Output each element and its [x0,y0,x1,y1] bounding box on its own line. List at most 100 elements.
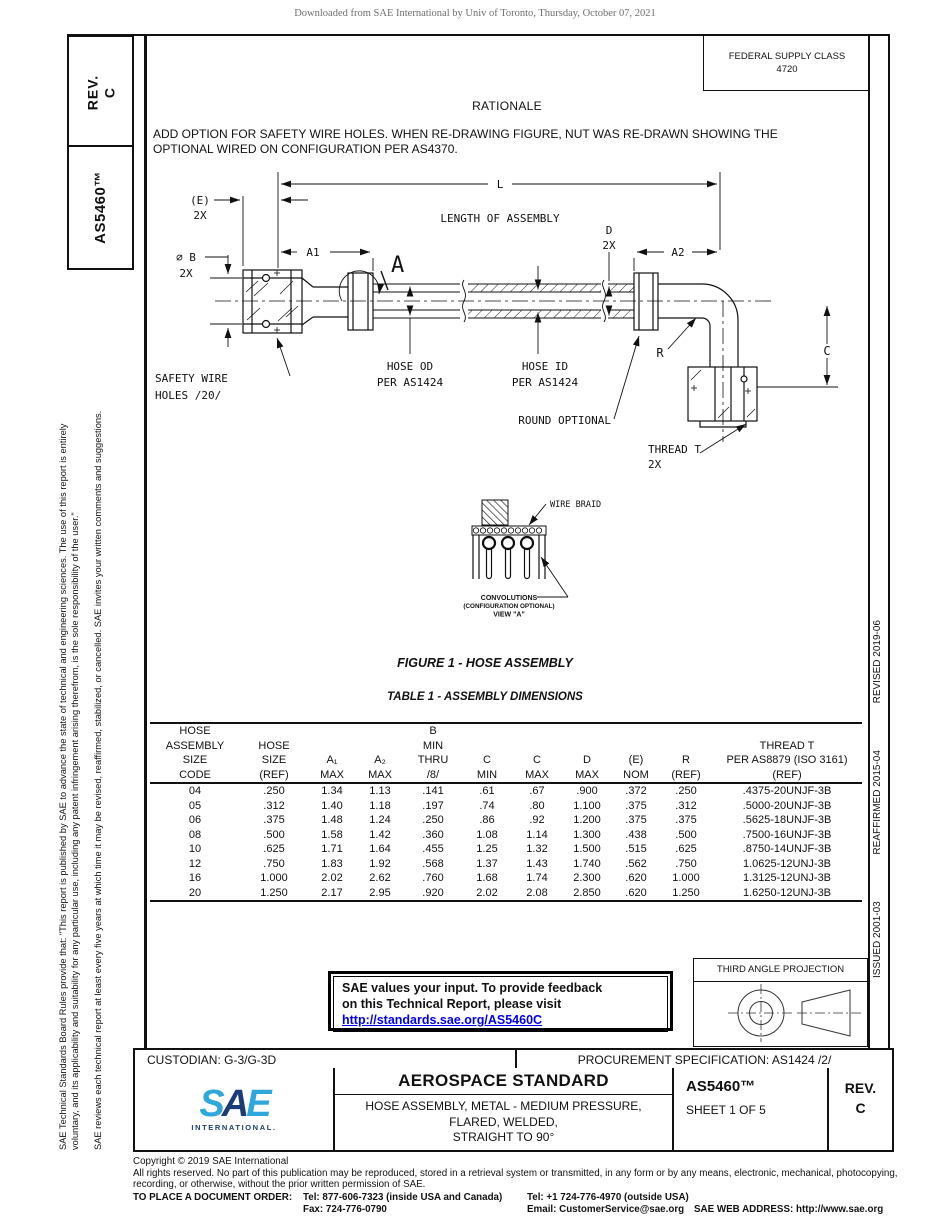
column-header: C MAX [525,754,549,781]
email-address: Email: CustomerService@sae.org [527,1203,685,1215]
feedback-link[interactable]: http://standards.sae.org/AS5460C [342,1013,543,1027]
table-cell: 1.58 [321,828,343,841]
doc-number-cell: AS5460™ SHEET 1 OF 5 [674,1068,829,1150]
column-header: A₂ MAX [368,754,392,781]
table-cell: .80 [529,799,545,812]
rev-box: REV. C [67,35,134,149]
dim-d-2x: 2X [602,239,616,252]
table-cell: 2.17 [321,886,343,899]
rev-value: C [100,86,117,98]
table-cell: .141 [422,785,444,797]
table-cell: 1.71 [321,843,343,855]
right-ferrule [633,272,659,331]
table-cell: .250 [422,814,444,826]
table-cell: 2.02 [476,886,498,899]
doc-number: AS5460™ [686,1078,756,1095]
column-header: A₁ MAX [320,754,344,781]
table-cell: .312 [675,799,697,812]
table-cell: .620 [625,872,647,884]
elbow-fitting [658,283,758,428]
table-cell: .197 [422,799,444,812]
table-cell: 1.92 [369,857,391,870]
hose-od-label-1: HOSE OD [387,360,433,373]
table-cell: 1.83 [321,857,343,870]
sheet-number: SHEET 1 OF 5 [686,1103,766,1117]
dim-l-label: L [497,178,504,191]
table-cell: 1.32 [526,843,548,855]
view-a-label: A [391,253,404,278]
dim-e-2x: 2X [193,209,207,222]
figure-caption: FIGURE 1 - HOSE ASSEMBLY [397,656,573,670]
table-cell: 1.74 [526,872,548,884]
thread-t-label-2: 2X [648,458,662,471]
frame-top-line [67,34,890,36]
table-cell: 1.14 [526,828,548,841]
order-label: TO PLACE A DOCUMENT ORDER: [133,1191,293,1203]
third-angle-projection-box: THIRD ANGLE PROJECTION [693,958,868,1047]
table-cell: 1.24 [369,814,391,826]
hose-od-label-2: PER AS1424 [377,376,444,389]
table-cell: 20 [188,886,202,899]
table-cell: 1.37 [476,857,498,870]
table-cell: 2.62 [369,872,391,884]
table-cell: .568 [422,857,444,870]
fsc-label: FEDERAL SUPPLY CLASS [728,50,846,62]
column-header: (E) NOM [623,754,649,781]
column-header: D MAX [575,754,599,781]
table-cell: .455 [422,843,444,855]
table-cell: .438 [625,828,647,841]
feedback-line-1: SAE values your input. To provide feedba… [342,981,603,995]
rationale-text: ADD OPTION FOR SAFETY WIRE HOLES. WHEN R… [153,127,778,156]
logo-letter-e: E [246,1082,271,1125]
standard-type: AEROSPACE STANDARD [335,1068,672,1095]
table-cell: .74 [479,799,495,812]
left-nut [242,269,314,334]
table-cell: 1.740 [573,857,601,870]
footer: Copyright © 2019 SAE International All r… [133,1156,923,1216]
web-address: SAE WEB ADDRESS: http://www.sae.org [694,1203,884,1215]
table-cell: 2.850 [573,886,601,899]
logo-letter-s: S [199,1082,224,1125]
rationale-title: RATIONALE [472,99,542,113]
tel-inside: Tel: 877-606-7323 (inside USA and Canada… [303,1191,503,1203]
table-cell: 1.0625-12UNJ-3B [742,857,832,870]
disclaimer-line-2: voluntary, and its applicability and sui… [69,512,80,1150]
disclaimer-line-3: SAE reviews each technical report at lea… [93,410,103,1150]
table-cell: .372 [625,785,647,797]
tel-outside: Tel: +1 724-776-4970 (outside USA) [527,1191,689,1203]
third-angle-projection-title: THIRD ANGLE PROJECTION [694,959,867,982]
wire-braid-label: WIRE BRAID [550,500,601,510]
table-cell: .4375-20UNJF-3B [742,785,832,797]
table-cell: .61 [479,785,495,797]
table-cell: .8750-14UNJF-3B [742,843,832,855]
title-rev-label: REV. [844,1080,877,1096]
table-cell: 1.300 [573,828,601,841]
table-cell: 1.48 [321,814,343,826]
table-cell: 04 [188,785,202,797]
table-cell: 08 [188,828,202,841]
dim-b-label: ∅ B [176,251,196,264]
copyright-line-1: Copyright © 2019 SAE International [133,1156,289,1167]
centerlines [215,300,775,442]
table-cell: .900 [576,785,598,797]
table-cell: .312 [263,799,285,812]
dim-r-label: R [656,346,664,360]
issued-date: ISSUED 2001-03 [872,901,883,978]
table-cell: .86 [479,814,495,826]
convolutions-label-3: VIEW "A" [493,612,525,619]
title-block: SAE INTERNATIONAL. AEROSPACE STANDARD HO… [133,1068,894,1152]
table-cell: .5625-18UNJF-3B [742,814,832,826]
safety-wire-label-1: SAFETY WIRE [155,372,228,385]
column-header: HOSE ASSEMBLY SIZE CODE [165,725,225,781]
table-cell: 2.02 [321,872,343,884]
table-cell: .620 [625,886,647,899]
table-cell: .67 [529,785,545,797]
standard-title-line-1: HOSE ASSEMBLY, METAL - MEDIUM PRESSURE, [365,1099,642,1113]
table-cell: .625 [675,843,697,855]
